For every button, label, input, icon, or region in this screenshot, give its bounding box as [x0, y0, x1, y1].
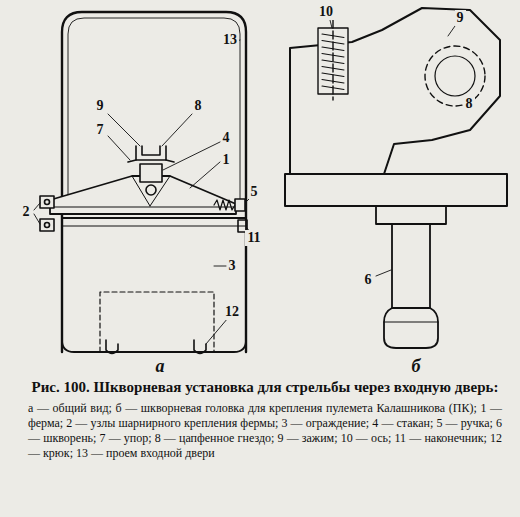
truss-rail	[50, 207, 236, 208]
coil-turn	[322, 54, 344, 58]
callout-number: 9	[95, 98, 106, 114]
coil-turn	[322, 47, 344, 51]
coil-turn	[322, 34, 344, 38]
pintle-groove	[384, 322, 438, 323]
hinge-unit	[40, 219, 54, 231]
pintle-pin	[146, 185, 156, 195]
hinge-bolt	[45, 200, 50, 205]
coil-turn	[322, 60, 344, 64]
figure-title: Рис. 100. Шкворневая установка для стрел…	[30, 378, 500, 396]
coil-turn	[322, 80, 344, 84]
view-letter: а	[154, 356, 167, 376]
coil-turn	[322, 73, 344, 77]
spring-coil	[322, 34, 344, 90]
trunnion-socket-inner	[435, 56, 475, 96]
coil-turn	[322, 41, 344, 45]
leader-lines	[330, 20, 455, 276]
view-letter: б	[410, 356, 423, 376]
pintle-collar	[376, 206, 446, 224]
hinge-bolt	[45, 223, 50, 228]
door-opening	[62, 12, 246, 352]
cup	[140, 164, 162, 182]
callout-number: 12	[223, 304, 241, 320]
callout-number: 8	[464, 96, 475, 112]
guard	[62, 218, 246, 352]
hook	[194, 340, 206, 354]
clamp-fork	[136, 146, 166, 160]
callout-number: 7	[95, 122, 106, 138]
callout-number: 11	[245, 230, 262, 246]
handle	[235, 199, 245, 211]
base-plate	[285, 174, 507, 206]
guard-edge	[62, 226, 246, 227]
hook	[106, 340, 118, 354]
callout-number: 10	[317, 4, 335, 20]
coil-turn	[322, 67, 344, 71]
guard-panel	[100, 292, 214, 352]
callout-number: 2	[21, 204, 32, 220]
door-opening-inner	[68, 18, 240, 205]
callout-number: 3	[227, 258, 238, 274]
stop	[128, 160, 174, 162]
figure-caption: а — общий вид; б — шкворневая головка дл…	[28, 401, 502, 461]
head-body	[290, 8, 500, 174]
callout-number: 6	[363, 272, 374, 288]
callout-number: 1	[221, 152, 232, 168]
pintle-end	[384, 308, 438, 348]
pintle-shaft	[392, 224, 430, 308]
hinge-unit	[40, 196, 54, 208]
callout-number: 8	[193, 98, 204, 114]
callout-number: 13	[221, 32, 239, 48]
callout-number: 5	[249, 184, 260, 200]
coil-turn	[322, 86, 344, 90]
callout-number: 4	[221, 130, 232, 146]
handle-spring	[214, 200, 235, 210]
trunnion-socket	[425, 46, 485, 106]
leader-lines	[34, 40, 250, 344]
callout-number: 9	[455, 10, 466, 26]
